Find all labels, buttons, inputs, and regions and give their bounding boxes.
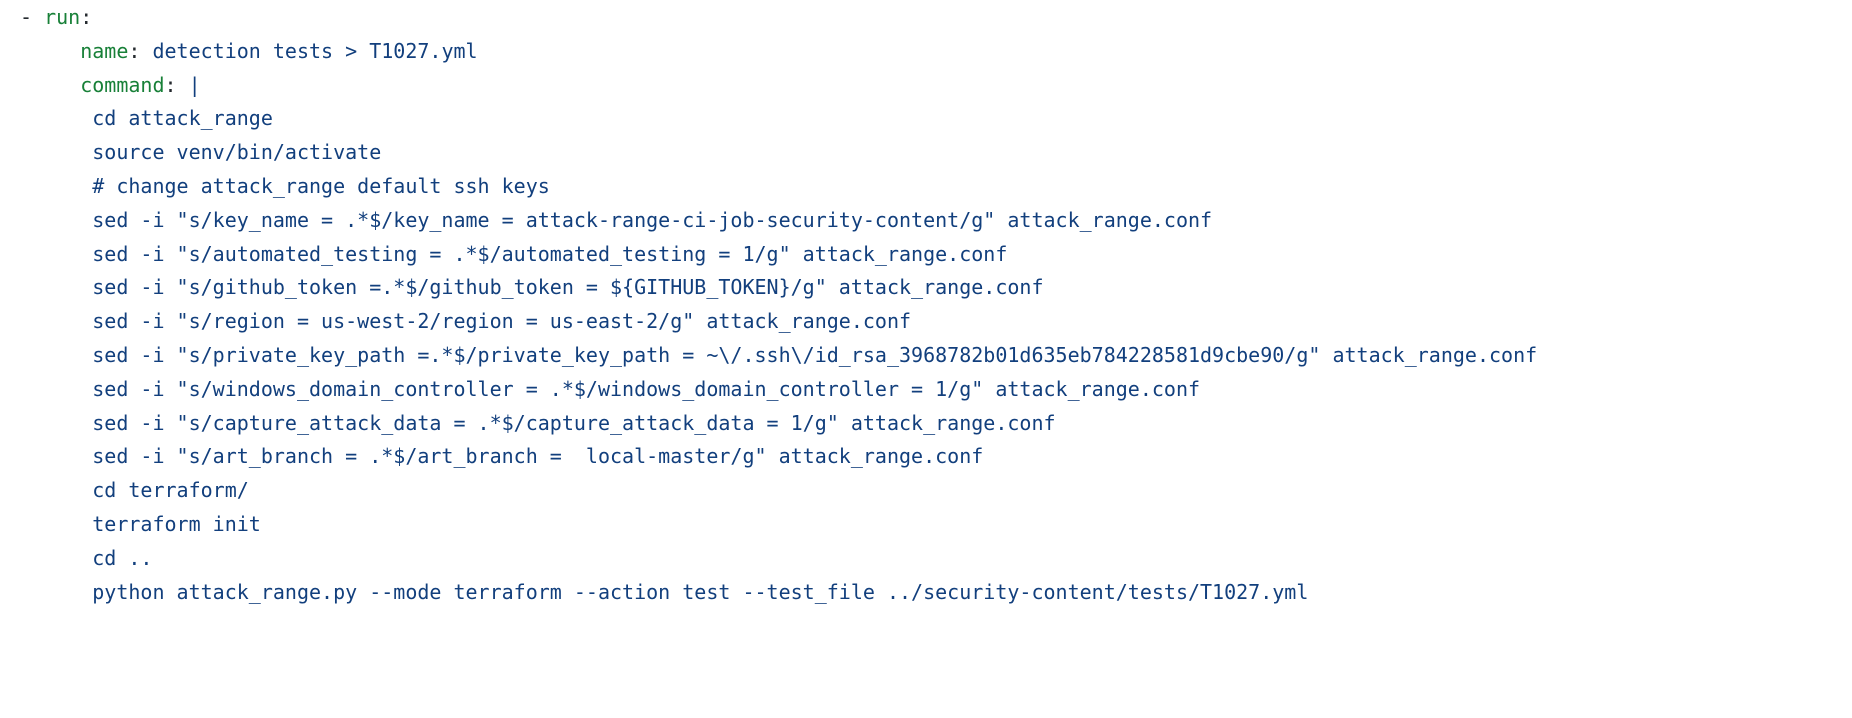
code-line: command: | [20,69,1537,103]
code-token-text [20,39,80,63]
code-line: sed -i "s/private_key_path =.*$/private_… [20,339,1537,373]
code-token-text: cd terraform/ [20,478,249,503]
code-token-key: command [80,72,165,97]
code-token-punct: : [128,38,141,63]
code-token-text: sed -i "s/private_key_path =.*$/private_… [20,342,1538,367]
code-token-text: sed -i "s/automated_testing = .*$/automa… [20,241,1008,266]
code-line: source venv/bin/activate [20,136,1537,170]
code-line: name: detection tests > T1027.yml [20,35,1537,69]
code-token-text: sed -i "s/art_branch = .*$/art_branch = … [20,444,984,469]
code-line: - run: [20,1,1537,35]
code-token-punct: : [80,5,93,29]
code-token-text: sed -i "s/github_token =.*$/github_token… [20,275,1044,300]
code-line: cd .. [20,542,1537,576]
code-line: sed -i "s/github_token =.*$/github_token… [20,271,1537,305]
code-token-text: python attack_range.py --mode terraform … [20,579,1309,604]
code-token-text: cd attack_range [20,106,273,131]
code-line: # change attack_range default ssh keys [20,170,1537,204]
code-token-text: source venv/bin/activate [20,140,382,165]
code-line: terraform init [20,508,1537,542]
code-token-text: terraform init [20,511,261,536]
code-token-text: sed -i "s/capture_attack_data = .*$/capt… [20,410,1056,435]
code-line: sed -i "s/windows_domain_controller = .*… [20,373,1537,407]
code-token-text: sed -i "s/region = us-west-2/region = us… [20,309,912,334]
code-token-text: cd .. [20,545,153,570]
code-line: sed -i "s/automated_testing = .*$/automa… [20,238,1537,272]
code-token-text [20,73,80,97]
code-token-key: run [44,5,81,29]
code-token-key: name [80,38,129,63]
code-token-punct: : [164,72,177,97]
code-line: cd terraform/ [20,474,1537,508]
code-line: cd attack_range [20,102,1537,136]
code-token-text: detection tests > T1027.yml [140,38,478,63]
yaml-code-block: - run: name: detection tests > T1027.yml… [20,1,1537,609]
code-line: sed -i "s/art_branch = .*$/art_branch = … [20,440,1537,474]
code-line: sed -i "s/region = us-west-2/region = us… [20,305,1537,339]
code-line: sed -i "s/key_name = .*$/key_name = atta… [20,204,1537,238]
code-token-text: # change attack_range default ssh keys [20,173,550,198]
code-token-text: sed -i "s/key_name = .*$/key_name = atta… [20,207,1213,232]
code-token-text: | [176,72,201,97]
code-line: python attack_range.py --mode terraform … [20,576,1537,610]
code-token-punct: - [20,5,45,29]
code-token-text: sed -i "s/windows_domain_controller = .*… [20,376,1201,401]
code-line: sed -i "s/capture_attack_data = .*$/capt… [20,407,1537,441]
